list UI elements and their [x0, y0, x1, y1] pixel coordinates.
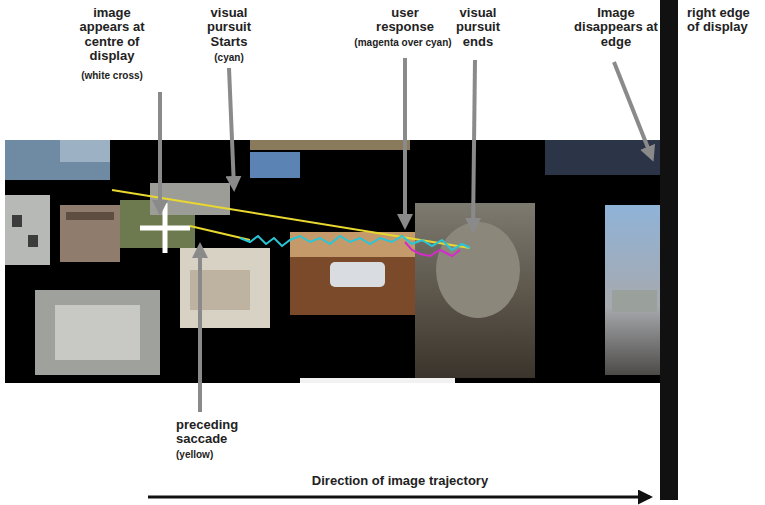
- callout-note: (magenta over cyan): [347, 37, 459, 48]
- leader-lines: [160, 58, 652, 412]
- callout-text: user response: [369, 6, 441, 35]
- pursuit-trace: [240, 236, 470, 250]
- edge-label: right edge of display: [687, 6, 761, 35]
- display-band: [5, 140, 663, 383]
- callout-text: visual pursuit ends: [447, 6, 509, 49]
- callout-text: preceding saccade: [176, 418, 266, 447]
- axis-label: Direction of image trajectory: [270, 474, 530, 488]
- callout-text: Image disappears at edge: [574, 6, 658, 49]
- callout-note: (yellow): [176, 449, 246, 460]
- callout-text: image appears at centre of display: [75, 6, 149, 63]
- callout-note: (white cross): [67, 70, 157, 81]
- white-cross: [140, 203, 190, 253]
- display-edge: [660, 0, 678, 500]
- callout-note: (cyan): [204, 52, 254, 63]
- trajectory-arrow: [148, 496, 650, 499]
- response-trace: [405, 242, 460, 256]
- callout-text: visual pursuit Starts: [198, 6, 260, 49]
- photos: [5, 140, 660, 383]
